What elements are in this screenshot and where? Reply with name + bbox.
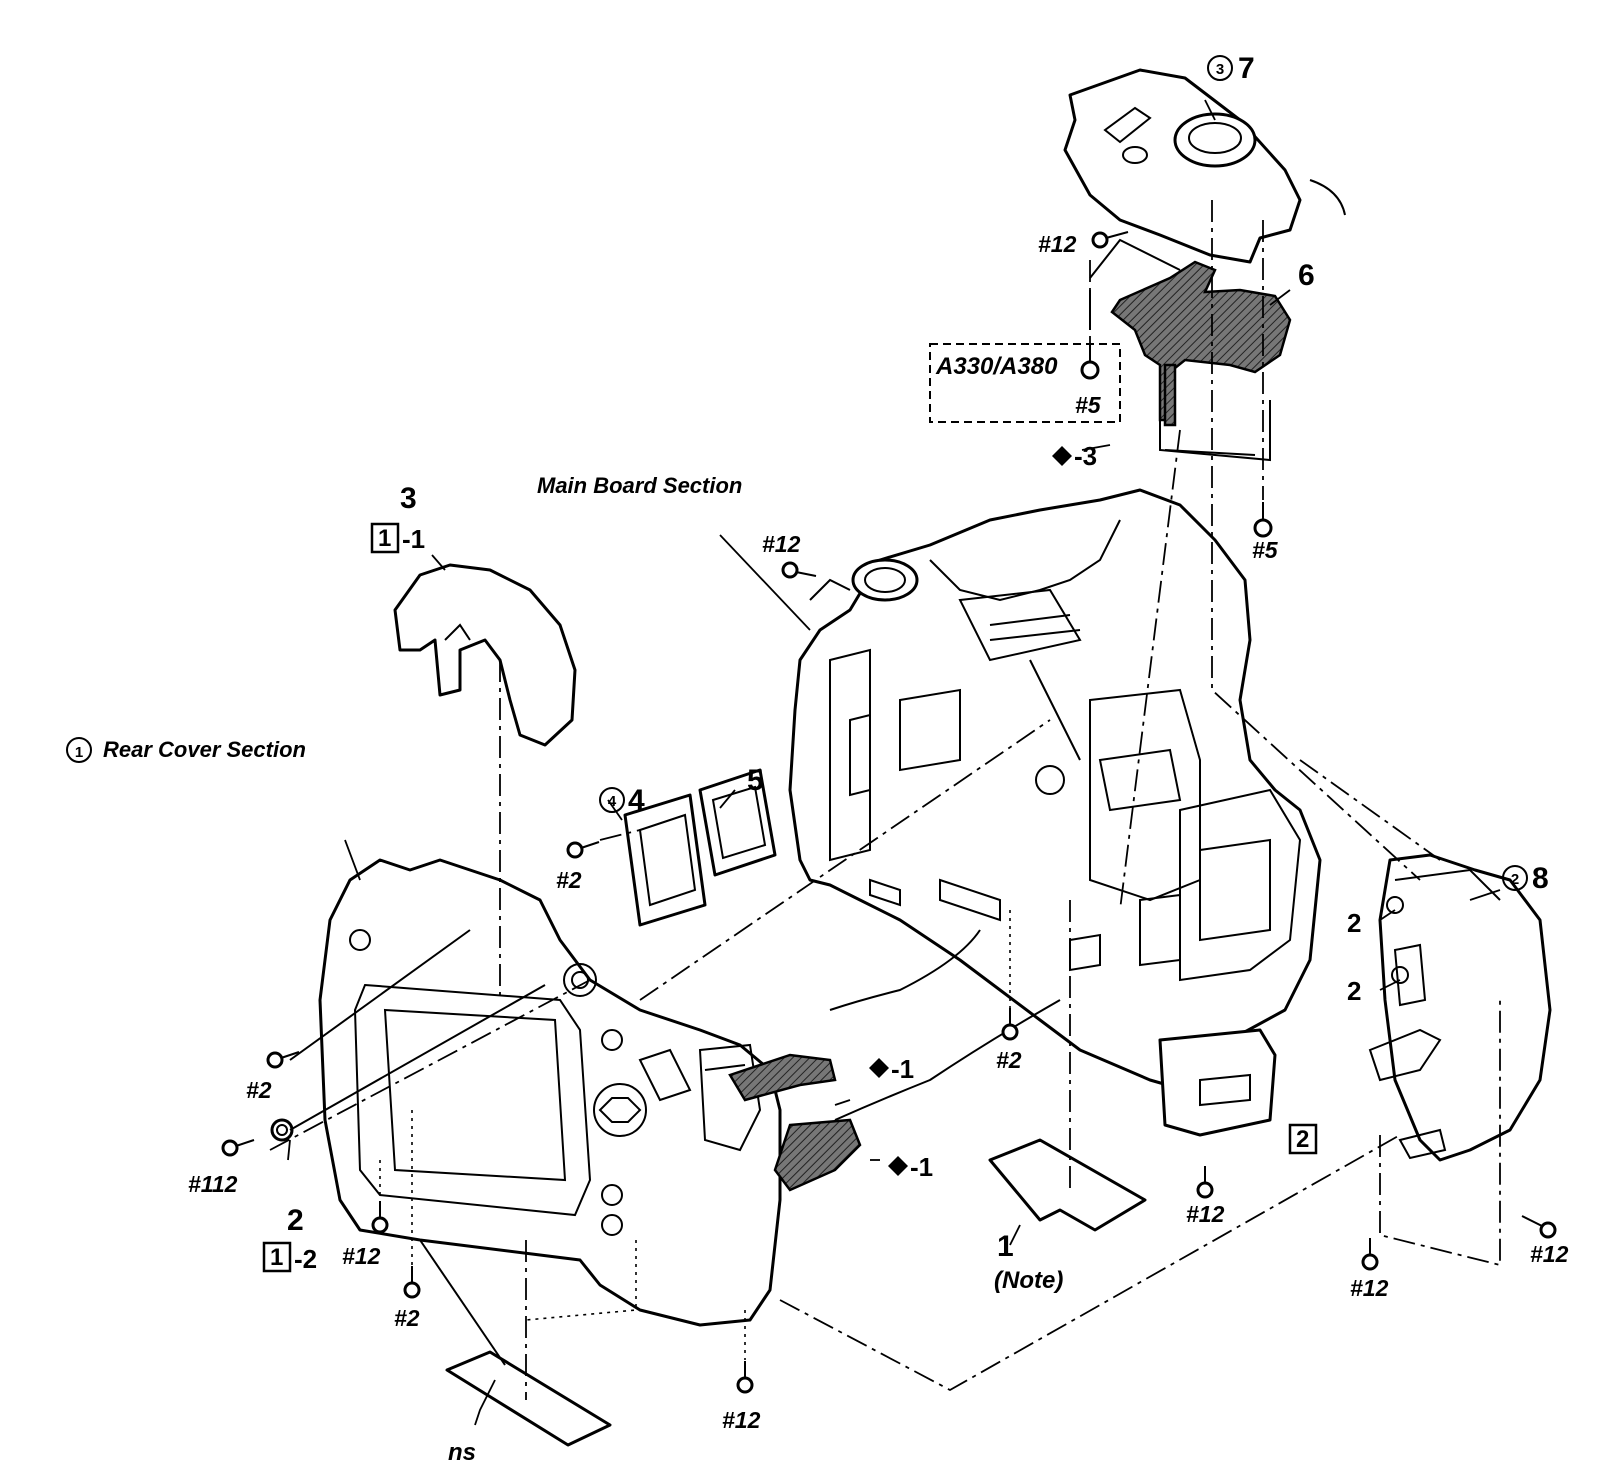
part8-label: 8 bbox=[1532, 862, 1549, 895]
boxed-ref-bottom-number: 1 bbox=[270, 1244, 283, 1271]
rear-cover-marker: 1 bbox=[75, 744, 83, 761]
circled-marker-7 bbox=[1207, 55, 1233, 81]
grip-part bbox=[393, 563, 577, 747]
main-board-section-label: Main Board Section bbox=[537, 473, 742, 498]
circled-marker-8 bbox=[1502, 865, 1528, 891]
main-chassis-part bbox=[788, 488, 1322, 1137]
top-cover-part bbox=[1063, 68, 1346, 264]
part8-marker: 2 bbox=[1511, 871, 1519, 888]
rear-cover-part bbox=[318, 858, 782, 1327]
diamond-ref-3: -3 bbox=[1074, 441, 1097, 471]
switch-board-part bbox=[1110, 260, 1292, 427]
flex-cable-parts bbox=[728, 929, 1061, 1192]
side-cover-screw-label: 2 bbox=[1347, 908, 1361, 938]
part4-marker: 4 bbox=[608, 793, 617, 810]
model-variant-box bbox=[929, 343, 1121, 423]
screw-label: #12 bbox=[722, 1407, 761, 1433]
part5-label: 5 bbox=[747, 764, 764, 797]
side-cover-part bbox=[1368, 853, 1552, 1162]
screw-label: #12 bbox=[1038, 231, 1077, 257]
viewfinder-frame-part bbox=[623, 768, 777, 927]
screw-label: #12 bbox=[1186, 1201, 1225, 1227]
boxed-ref-bottom-suffix: -2 bbox=[294, 1244, 317, 1274]
part3-label: 3 bbox=[400, 482, 417, 515]
side-cover-screw-label: 2 bbox=[1347, 976, 1361, 1006]
ns-label: ns bbox=[448, 1439, 476, 1466]
screw-glyphs bbox=[221, 231, 1557, 1394]
screw-label: #2 bbox=[394, 1305, 420, 1331]
diamond-icon bbox=[888, 1156, 908, 1176]
circled-marker-rear bbox=[66, 737, 92, 763]
diamond-ref-1-lower: -1 bbox=[910, 1152, 933, 1182]
rear-cover-section-label: Rear Cover Section bbox=[103, 737, 306, 762]
boxed-ref-top-suffix: -1 bbox=[402, 524, 425, 554]
screw-label: #112 bbox=[188, 1171, 238, 1197]
part7-label: 7 bbox=[1238, 52, 1255, 85]
screw-label: #12 bbox=[762, 531, 801, 557]
diamond-icon bbox=[869, 1058, 889, 1078]
sheet-parts bbox=[445, 1138, 1147, 1447]
part2-label: 2 bbox=[287, 1204, 304, 1237]
part1-note: (Note) bbox=[994, 1267, 1063, 1294]
diamond-icon bbox=[1052, 446, 1072, 466]
screw-label: #12 bbox=[1530, 1241, 1569, 1267]
screw-label: #12 bbox=[1350, 1275, 1389, 1301]
boxed-ref-frame-bottom bbox=[262, 1241, 292, 1273]
part1-label: 1 bbox=[997, 1230, 1014, 1263]
part6-label: 6 bbox=[1298, 259, 1315, 292]
boxed-ref-right-number: 2 bbox=[1296, 1126, 1309, 1153]
part4-label: 4 bbox=[628, 784, 645, 817]
circled-marker-4 bbox=[599, 787, 625, 813]
boxed-ref-top-number: 1 bbox=[378, 525, 391, 552]
assembly-guide-lines bbox=[269, 200, 1501, 1400]
screw-label: #2 bbox=[246, 1077, 272, 1103]
diamond-ref-1-upper: -1 bbox=[891, 1054, 914, 1084]
leader-lines bbox=[287, 99, 1501, 1426]
screw-label: #2 bbox=[996, 1047, 1022, 1073]
screw-label: #12 bbox=[342, 1243, 381, 1269]
model-variant-label: A330/A380 bbox=[935, 353, 1058, 380]
screw-label: #2 bbox=[556, 867, 582, 893]
screw-label: #5 bbox=[1252, 537, 1279, 563]
screw-label: #5 bbox=[1075, 392, 1102, 418]
boxed-ref-frame-top bbox=[370, 522, 400, 554]
part7-marker: 3 bbox=[1216, 61, 1224, 78]
boxed-ref-frame-right bbox=[1288, 1123, 1318, 1155]
